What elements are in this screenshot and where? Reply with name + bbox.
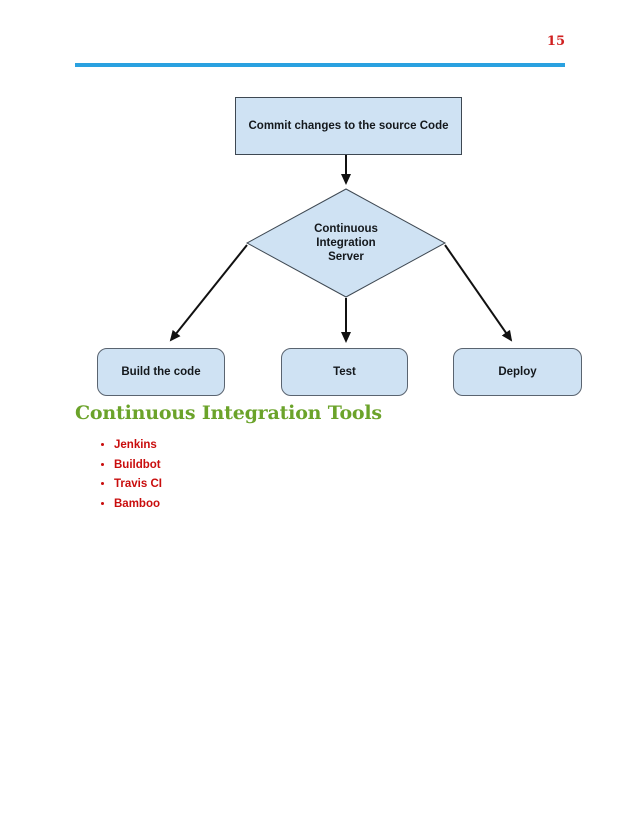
list-item-travis-ci: Travis CI: [114, 478, 162, 491]
flowchart-node-deploy: Deploy: [453, 348, 582, 396]
tool-list: Jenkins Buildbot Travis CI Bamboo: [99, 439, 162, 517]
ci-server-label-line-1: Continuous: [314, 223, 378, 235]
list-item-bamboo: Bamboo: [114, 498, 162, 511]
arrow-server-to-deploy: [444, 244, 513, 342]
list-item-buildbot: Buildbot: [114, 459, 162, 472]
flowchart-node-build: Build the code: [97, 348, 225, 396]
flowchart-node-ci-server-label: Continuous Integration Server: [276, 222, 416, 264]
page-number: 15: [546, 34, 565, 49]
flowchart-node-commit: Commit changes to the source Code: [235, 97, 462, 155]
ci-server-diamond: [245, 188, 447, 298]
arrow-server-to-build: [169, 244, 248, 342]
ci-server-label-line-2: Integration: [316, 237, 376, 249]
header-rule: [75, 63, 565, 67]
ci-server-label-line-3: Server: [328, 251, 364, 263]
flowchart-node-test: Test: [281, 348, 408, 396]
section-heading: Continuous Integration Tools: [75, 402, 382, 424]
list-item-jenkins: Jenkins: [114, 439, 162, 452]
